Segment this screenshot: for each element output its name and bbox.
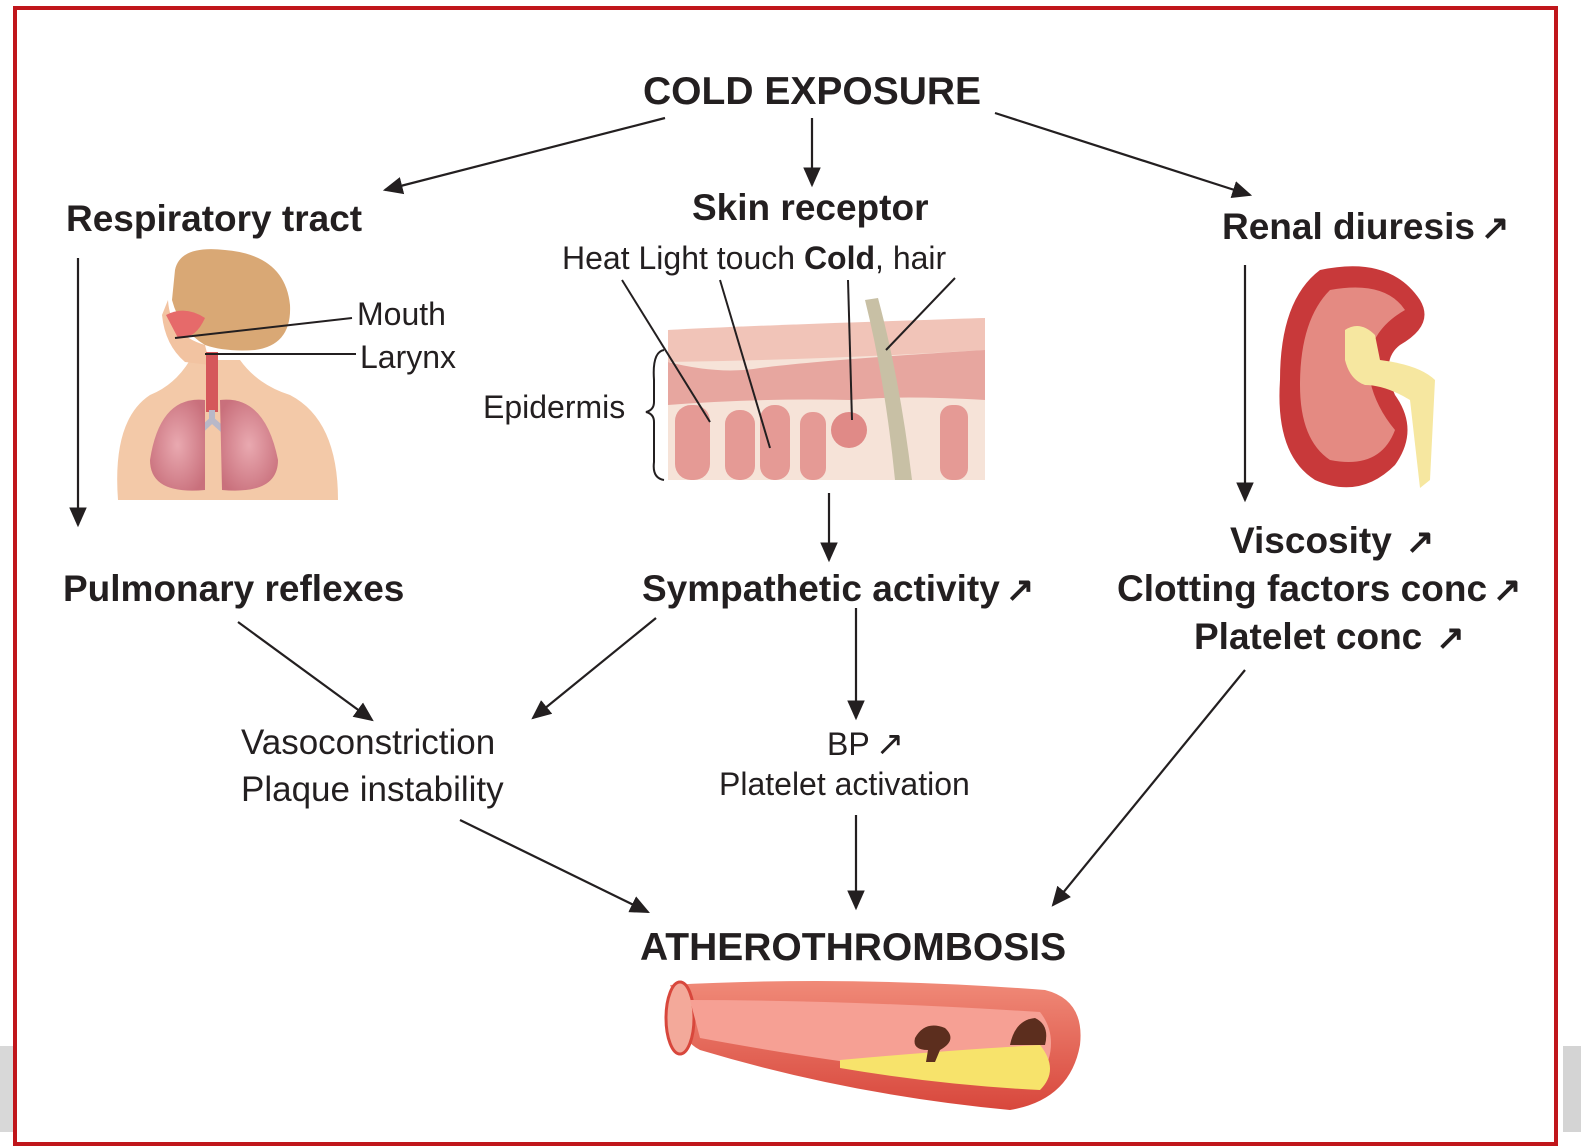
increase-arrow-icon: ↗ — [1006, 573, 1035, 607]
clotting-factors-label: Clotting factors conc↗ — [1117, 570, 1522, 607]
sympathetic-activity-label: Sympathetic activity↗ — [642, 570, 1034, 607]
receptor-types-label: Heat Light touch Cold, hair — [562, 242, 946, 274]
arrow-renal-to-athero — [1053, 670, 1245, 905]
heat-label: Heat — [562, 240, 630, 276]
artery-illustration — [666, 981, 1081, 1110]
mouth-label: Mouth — [357, 298, 446, 330]
respiratory-illustration — [117, 249, 356, 500]
arrow-sympathetic-to-vaso — [533, 618, 656, 718]
increase-arrow-icon: ↗ — [1493, 573, 1522, 607]
hair-label: , hair — [875, 240, 946, 276]
increase-arrow-icon: ↗ — [1481, 211, 1510, 245]
atherothrombosis-title: ATHEROTHROMBOSIS — [640, 928, 1066, 967]
viscosity-text: Viscosity — [1230, 520, 1392, 561]
cold-exposure-title: COLD EXPOSURE — [643, 72, 981, 111]
increase-arrow-icon: ↗ — [1406, 525, 1435, 559]
platelet-conc-text: Platelet conc — [1194, 616, 1422, 657]
viscosity-label: Viscosity ↗ — [1230, 522, 1434, 559]
platelet-activation-label: Platelet activation — [719, 768, 970, 800]
cold-label: Cold — [804, 240, 875, 276]
arrow-cold-to-respiratory — [385, 118, 665, 190]
sympathetic-activity-text: Sympathetic activity — [642, 568, 1000, 609]
arrow-pulmonary-to-vaso — [238, 622, 372, 720]
epidermis-label: Epidermis — [483, 391, 625, 423]
bp-label: BP↗ — [827, 727, 904, 761]
arrow-cold-to-renal — [995, 113, 1250, 195]
kidney-illustration — [1279, 266, 1435, 488]
vasoconstriction-label: Vasoconstriction — [241, 725, 495, 760]
larynx-label: Larynx — [360, 341, 456, 373]
increase-arrow-icon: ↗ — [876, 727, 905, 761]
skin-receptor-label: Skin receptor — [692, 189, 928, 226]
pulmonary-reflexes-label: Pulmonary reflexes — [63, 570, 404, 607]
renal-diuresis-label: Renal diuresis↗ — [1222, 208, 1509, 245]
bp-text: BP — [827, 726, 870, 762]
light-touch-label: Light touch — [638, 240, 795, 276]
respiratory-tract-label: Respiratory tract — [66, 200, 362, 237]
plaque-instability-label: Plaque instability — [241, 772, 504, 807]
skin-illustration — [622, 278, 985, 480]
increase-arrow-icon: ↗ — [1436, 621, 1465, 655]
renal-diuresis-text: Renal diuresis — [1222, 206, 1475, 247]
arrow-vaso-to-athero — [460, 820, 648, 912]
clotting-factors-text: Clotting factors conc — [1117, 568, 1487, 609]
platelet-conc-label: Platelet conc ↗ — [1194, 618, 1465, 655]
